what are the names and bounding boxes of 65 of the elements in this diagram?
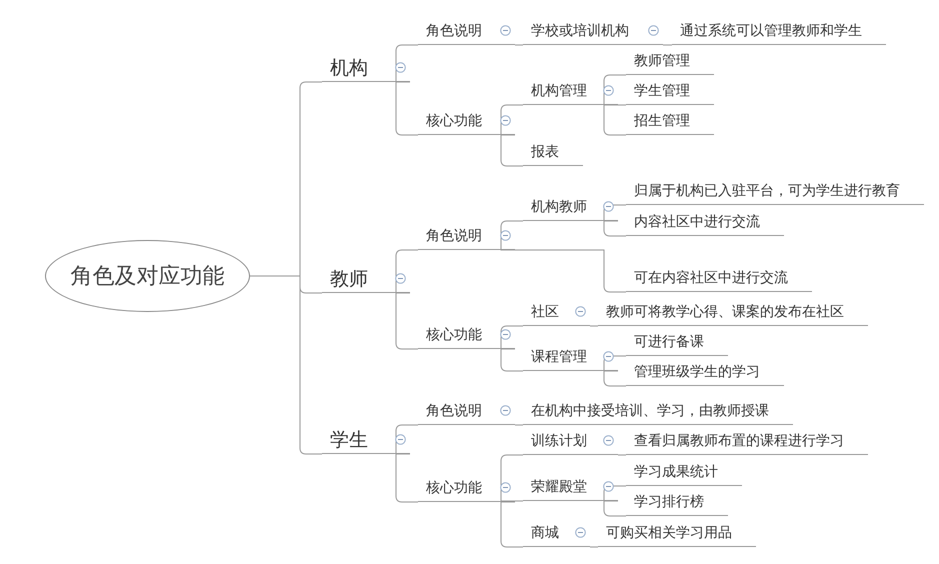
connector-line (514, 250, 626, 292)
root-ellipse (45, 240, 250, 312)
connector-line (396, 454, 418, 502)
topic-label: 课程管理 (531, 348, 587, 366)
topic-label: 教师管理 (634, 52, 690, 70)
topic-label: 查看归属教师布置的课程进行学习 (634, 432, 844, 450)
topic-label: 核心功能 (426, 112, 482, 130)
connector-line (604, 74, 626, 106)
topic-label: 通过系统可以管理教师和学生 (680, 22, 862, 40)
connector-line (500, 134, 524, 166)
connector-line (590, 546, 598, 548)
connector-line (396, 424, 418, 454)
topic-label: 学生管理 (634, 82, 690, 100)
topic-label: 可购买相关学习用品 (606, 524, 732, 542)
topic-label: 内容社区中进行交流 (634, 212, 760, 230)
connector-line (604, 204, 626, 222)
connector-line (500, 326, 524, 350)
connector-line (604, 104, 626, 136)
topic-label: 可进行备课 (634, 332, 704, 350)
connector-line (604, 220, 626, 236)
topic-label: 学校或培训机构 (531, 22, 629, 40)
topic-label: 学习排行榜 (634, 492, 704, 510)
connector-line (500, 104, 524, 136)
connector-line (604, 356, 626, 372)
topic-label: 机构管理 (531, 82, 587, 100)
topic-label: 教师 (330, 266, 368, 292)
root-title: 角色及对应功能 (70, 263, 224, 291)
connector-line (500, 502, 524, 548)
topic-label: 管理班级学生的学习 (634, 362, 760, 380)
topic-label: 训练计划 (531, 432, 587, 450)
topic-label: 在机构中接受培训、学习，由教师授课 (531, 402, 769, 420)
connector-line (396, 44, 418, 82)
topic-label: 学生 (330, 428, 368, 452)
topic-label: 角色说明 (426, 22, 482, 40)
connector-line (604, 500, 626, 516)
topic-label: 机构 (330, 56, 368, 80)
topic-label: 机构教师 (531, 198, 587, 216)
connector-line (500, 500, 524, 502)
connector-line (662, 44, 672, 46)
topic-label: 报表 (531, 142, 559, 160)
topic-label: 核心功能 (426, 478, 482, 496)
topic-label: 招生管理 (634, 112, 690, 130)
topic-label: 角色说明 (426, 226, 482, 244)
topic-label: 荣耀殿堂 (531, 478, 587, 496)
connector-line (618, 454, 626, 456)
connector-line (514, 44, 524, 46)
connector-line (604, 370, 626, 386)
topic-label: 商城 (531, 524, 559, 542)
connector-line (396, 250, 418, 294)
topic-label: 社区 (531, 302, 559, 320)
connector-line (500, 220, 524, 250)
connector-line (604, 486, 626, 502)
topic-label: 教师可将教学心得、课案的发布在社区 (606, 302, 844, 320)
connector-line (618, 104, 626, 106)
connector-line (250, 276, 322, 454)
topic-label: 可在内容社区中进行交流 (634, 268, 788, 286)
topic-label: 角色说明 (426, 402, 482, 420)
connector-line (500, 454, 524, 502)
connector-line (500, 348, 524, 372)
topic-label: 归属于机构已入驻平台，可为学生进行教育 (634, 182, 900, 200)
topic-label: 学习成果统计 (634, 462, 718, 480)
connector-line (396, 292, 418, 350)
connector-line (514, 424, 524, 426)
topic-label: 核心功能 (426, 326, 482, 344)
connector-line (396, 82, 418, 136)
